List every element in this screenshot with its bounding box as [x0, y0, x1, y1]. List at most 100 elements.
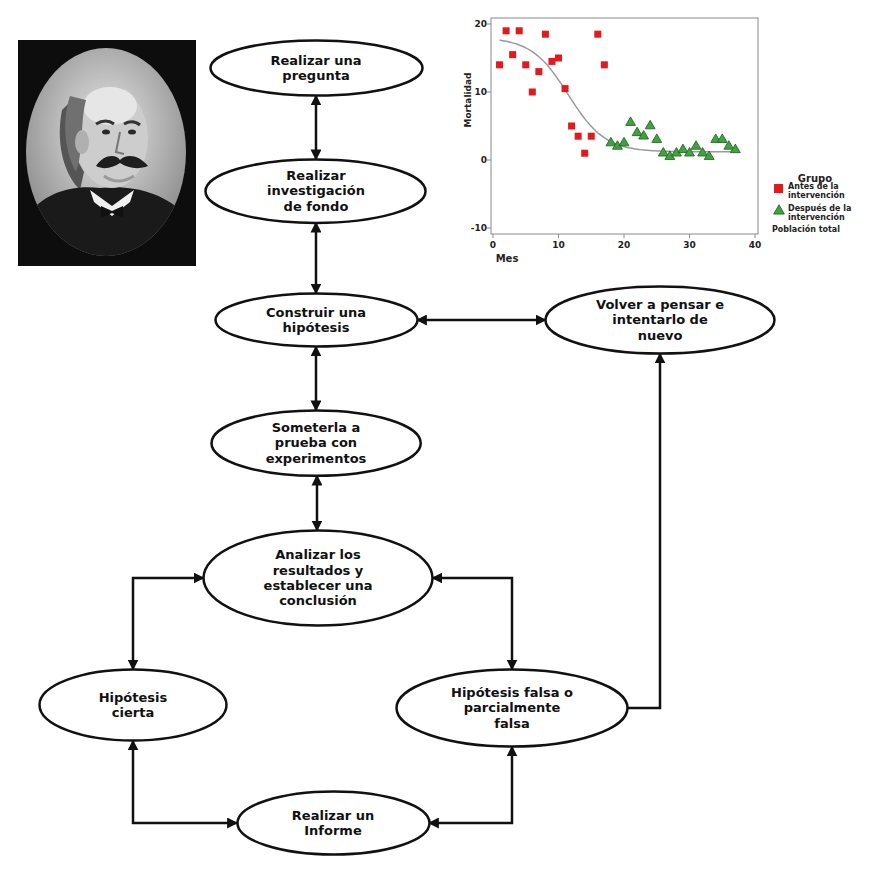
eyebrow — [124, 122, 140, 125]
data-point — [588, 133, 595, 140]
flow-ellipse: Hipótesis cierta — [38, 668, 228, 742]
data-point — [601, 61, 608, 68]
forehead — [83, 87, 137, 125]
axis-tick-label: 30 — [683, 240, 696, 250]
portrait — [18, 40, 196, 266]
data-point — [594, 31, 601, 38]
connector — [316, 476, 319, 531]
ellipse-shape — [40, 670, 227, 741]
data-point — [542, 31, 549, 38]
ellipse-shape — [215, 294, 417, 347]
flow-ellipse: Volver a pensar e intentarlo de nuevo — [544, 285, 776, 355]
portrait-frame — [18, 40, 196, 266]
portrait-figure — [22, 87, 192, 262]
nose — [116, 132, 124, 154]
connector — [429, 747, 512, 824]
connector — [433, 578, 513, 670]
data-point — [581, 150, 588, 157]
connector — [133, 741, 237, 824]
axis-tick-label: 20 — [474, 19, 487, 29]
node-body: Construir una hipótesis — [254, 305, 379, 336]
data-point — [516, 27, 523, 34]
data-point — [509, 51, 516, 58]
ellipse-shape — [237, 792, 429, 855]
node-body: Hipótesis cierta — [86, 690, 181, 721]
node-body: Realizar investigación de fondo — [256, 168, 376, 214]
legend-swatch — [774, 184, 783, 193]
ear — [75, 130, 89, 154]
axis-tick-label: 10 — [552, 240, 565, 250]
node-text: Realizar un Informe — [278, 808, 388, 839]
node-text: Hipótesis cierta — [86, 690, 181, 721]
node-body: Someterla a prueba con experimentos — [256, 420, 376, 466]
flow-ellipse: Someterla a prueba con experimentos — [210, 409, 422, 477]
data-point — [606, 137, 616, 146]
node-body: Realizar una pregunta — [251, 53, 381, 84]
data-point — [678, 144, 688, 153]
node-text: Hipótesis falsa o parcialmente falsa — [445, 685, 580, 731]
mustache — [96, 156, 148, 168]
node-text: Realizar una pregunta — [251, 53, 381, 84]
data-point — [568, 123, 575, 130]
node-text: Analizar los resultados y establecer una… — [256, 547, 381, 608]
data-point — [522, 61, 529, 68]
connector — [417, 319, 546, 322]
data-point — [698, 148, 708, 157]
axis-tick-label: 20 — [618, 240, 631, 250]
chin — [104, 176, 134, 181]
data-point — [548, 58, 555, 65]
bow-tie — [101, 206, 123, 218]
ellipse-shape — [204, 531, 433, 626]
legend-symbol — [773, 204, 785, 216]
connector — [315, 347, 318, 411]
ellipse-shape — [546, 287, 775, 354]
data-point — [626, 117, 636, 126]
legend-text: Después de la intervención — [788, 205, 862, 223]
ellipse-shape — [211, 410, 420, 475]
data-point — [730, 144, 740, 153]
legend-text: Antes de la intervención — [788, 183, 862, 201]
coat — [22, 187, 192, 262]
node-body: Hipótesis falsa o parcialmente falsa — [445, 685, 580, 731]
eye — [102, 130, 110, 135]
flow-ellipse: Hipótesis falsa o parcialmente falsa — [395, 668, 629, 748]
chart-data — [496, 27, 740, 159]
legend-triangle — [774, 205, 785, 214]
data-point — [575, 133, 582, 140]
axis-tick-label: 0 — [490, 240, 496, 250]
axis-tick-label: -10 — [471, 223, 487, 233]
ellipse-shape — [397, 670, 628, 747]
axis-tick-label: 10 — [474, 87, 487, 97]
data-point — [529, 89, 536, 96]
flow-ellipse: Construir una hipótesis — [214, 292, 419, 348]
data-point — [562, 85, 569, 92]
legend-text: Población total — [772, 226, 872, 235]
node-body: Realizar un Informe — [278, 808, 388, 839]
data-point — [632, 127, 642, 136]
trend-curve — [500, 40, 736, 152]
node-text: Volver a pensar e intentarlo de nuevo — [593, 297, 728, 343]
connector — [133, 578, 204, 670]
axis-ticks — [487, 24, 755, 238]
ellipse-shape — [210, 41, 422, 96]
node-text: Construir una hipótesis — [254, 305, 379, 336]
data-point — [652, 134, 662, 143]
node-text: Realizar investigación de fondo — [256, 168, 376, 214]
data-point — [619, 137, 629, 146]
eyebrow — [96, 121, 114, 124]
node-body: Volver a pensar e intentarlo de nuevo — [593, 297, 728, 343]
data-point — [717, 134, 727, 143]
axis-tick-label: 40 — [749, 240, 762, 250]
data-point — [639, 131, 649, 140]
flow-ellipse: Realizar investigación de fondo — [204, 158, 427, 224]
data-point — [535, 68, 542, 75]
flow-ellipse: Analizar los resultados y establecer una… — [202, 529, 434, 627]
flow-ellipse: Realizar una pregunta — [209, 39, 424, 97]
data-point — [503, 27, 510, 34]
data-point — [691, 141, 701, 150]
chart — [487, 18, 758, 238]
node-body: Analizar los resultados y establecer una… — [256, 547, 381, 608]
connector — [315, 96, 318, 160]
